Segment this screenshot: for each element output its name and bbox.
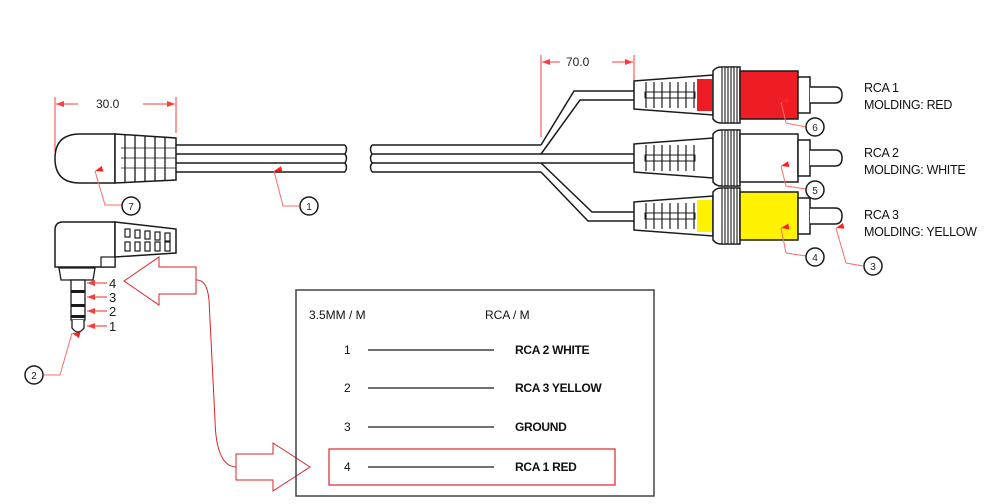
svg-text:6: 6	[812, 123, 818, 134]
table-row-highlighted: 4 RCA 1 RED	[328, 448, 616, 486]
rca-3-name: RCA 3	[864, 208, 899, 222]
table-header-right: RCA / M	[485, 308, 530, 322]
rca-2-molding: MOLDING: WHITE	[864, 163, 965, 177]
callout-2: 2	[24, 365, 44, 385]
rca-molding-2	[739, 133, 799, 183]
svg-text:2: 2	[344, 381, 351, 395]
rca-plug-2	[633, 129, 843, 187]
rca-plug-1	[633, 66, 843, 124]
svg-text:1: 1	[344, 343, 351, 357]
svg-text:2: 2	[31, 371, 37, 382]
svg-text:RCA 1 RED: RCA 1 RED	[515, 460, 577, 474]
callout-3: 3	[863, 256, 883, 276]
dimension-label: 30.0	[96, 97, 120, 111]
table-header-left: 3.5MM / M	[309, 308, 366, 322]
svg-text:5: 5	[812, 186, 818, 197]
pin-label: 4	[109, 276, 116, 291]
svg-text:7: 7	[128, 202, 134, 213]
straight-plug-3-5mm: 30.0	[54, 97, 348, 184]
dimension-label: 70.0	[566, 55, 590, 69]
svg-text:3: 3	[344, 420, 351, 434]
arrow-left-icon	[123, 256, 197, 306]
pin-label: 3	[109, 290, 116, 305]
callout-7: 7	[121, 196, 141, 216]
pin-label: 2	[109, 304, 116, 319]
highlight-connector	[123, 256, 311, 492]
callout-1: 1	[299, 196, 319, 216]
svg-text:3: 3	[870, 262, 876, 273]
plug-pin-labels: 4 3 2 1	[87, 276, 116, 334]
svg-text:GROUND: GROUND	[515, 420, 567, 434]
rca-1-molding: MOLDING: RED	[864, 98, 952, 112]
callouts	[44, 97, 864, 376]
table-row: 3 GROUND	[344, 420, 567, 434]
svg-text:1: 1	[306, 202, 312, 213]
callout-6: 6	[805, 117, 825, 137]
rca-molding-1	[739, 70, 799, 120]
dimension-30: 30.0	[54, 97, 177, 152]
cable-splitter	[369, 90, 634, 222]
wiring-table: 3.5MM / M RCA / M 1 RCA 2 WHITE 2 RCA 3 …	[295, 289, 655, 497]
svg-text:4: 4	[344, 460, 351, 474]
svg-text:RCA 2 WHITE: RCA 2 WHITE	[515, 343, 590, 357]
rca-1-name: RCA 1	[864, 81, 899, 95]
rca-2-name: RCA 2	[864, 146, 899, 160]
svg-text:RCA 3 YELLOW: RCA 3 YELLOW	[515, 381, 602, 395]
right-angle-plug-3-5mm: 4 3 2 1	[54, 221, 177, 334]
rca-plugs	[633, 66, 843, 245]
table-row: 1 RCA 2 WHITE	[344, 343, 590, 357]
rca-labels: RCA 1 MOLDING: RED RCA 2 MOLDING: WHITE …	[864, 81, 977, 239]
rca-molding-3	[739, 191, 799, 241]
callout-5: 5	[805, 180, 825, 200]
callout-4: 4	[805, 247, 825, 267]
table-row: 2 RCA 3 YELLOW	[344, 381, 603, 395]
rca-3-molding: MOLDING: YELLOW	[864, 225, 977, 239]
cable-left	[176, 144, 348, 173]
callout-bubbles: 7 1 2 6 5 4 3	[24, 117, 883, 385]
pin-label: 1	[109, 319, 116, 334]
dimension-70: 70.0	[540, 55, 635, 137]
arrow-right-icon	[235, 442, 311, 492]
svg-text:4: 4	[812, 253, 818, 264]
